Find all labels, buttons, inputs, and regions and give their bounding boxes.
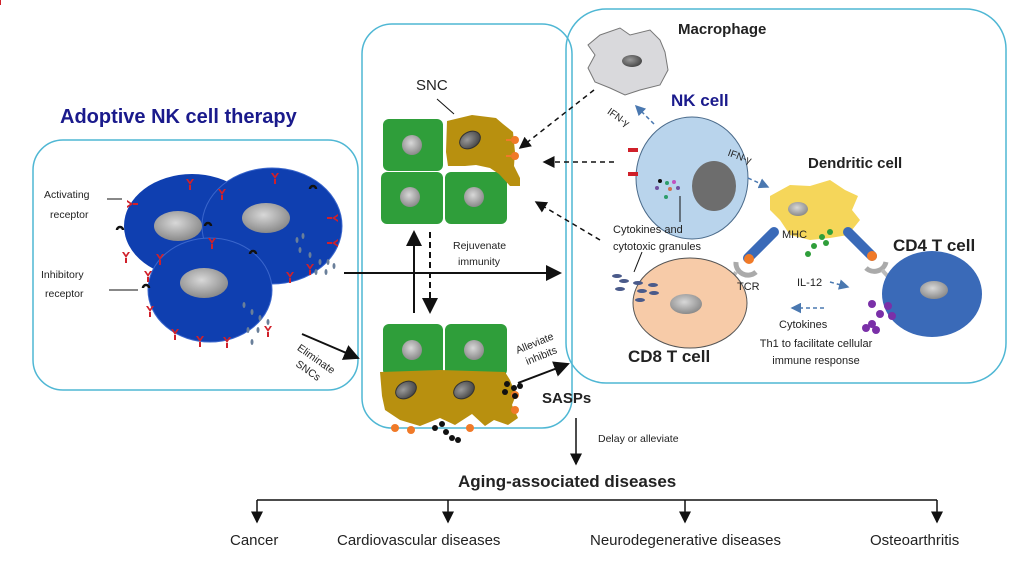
page-title: Adoptive NK cell therapy [60, 106, 298, 128]
svg-text:IFN-γ: IFN-γ [605, 106, 631, 129]
svg-text:Alleviateinhibits: Alleviateinhibits [514, 331, 561, 370]
il12-label: IL-12 [797, 277, 822, 289]
cd8-t-cell [612, 257, 748, 349]
snc-leader-line [436, 98, 455, 115]
snc-cell-top [446, 115, 520, 186]
macrophage-to-snc-arrow [518, 89, 595, 149]
nk-cell-label: NK cell [671, 91, 729, 110]
il12-arrow [829, 279, 850, 290]
dendritic-cell [770, 180, 860, 257]
cd4-label: CD4 T cell [893, 236, 975, 255]
delay-label: Delay or alleviate [598, 433, 679, 445]
healthy-tissue-top [381, 119, 507, 224]
macrophage-cell [587, 27, 669, 96]
macrophage-label: Macrophage [678, 21, 766, 38]
snc-cells-bottom [380, 370, 523, 443]
left-panel [32, 139, 359, 391]
snc-label: SNC [416, 77, 448, 94]
disease-cancer: Cancer [230, 532, 278, 549]
svg-text:EliminateSNCs: EliminateSNCs [287, 342, 337, 388]
nk-cell-cluster [124, 167, 343, 343]
sasps-label: SASPs [542, 390, 591, 407]
alleviate-arrow [517, 361, 570, 384]
nk-cell-right [628, 116, 749, 240]
eliminate-snc-label: EliminateSNCs [287, 342, 337, 388]
activating-receptor-icons [0, 0, 338, 348]
disease-neurodegenerative: Neurodegenerative diseases [590, 532, 781, 549]
disease-tree [251, 499, 943, 524]
ifn-gamma-1: IFN-γ [605, 106, 631, 129]
granules-leader-bottom [633, 251, 643, 273]
dendritic-cell-label: Dendritic cell [808, 155, 902, 172]
granule-dots [242, 233, 336, 345]
mhc-label: MHC [782, 229, 807, 241]
disease-osteoarthritis: Osteoarthritis [870, 532, 959, 549]
cd8-to-snc-arrow [534, 201, 601, 241]
inhibitory-receptor-icons [115, 184, 318, 289]
eliminate-arrow [301, 333, 360, 360]
right-panel [565, 8, 1007, 384]
cd8-label: CD8 T cell [628, 347, 710, 366]
cytokines-label: Cytokines [779, 319, 828, 331]
ifn-arrow-2 [747, 177, 770, 189]
ifn-arrow-1 [634, 104, 655, 125]
tcr-label: TCR [737, 281, 760, 293]
disease-cardiovascular: Cardiovascular diseases [337, 532, 500, 549]
cd4-t-cell [862, 251, 982, 337]
healthy-tissue-bottom [383, 324, 507, 376]
alleviate-label: Alleviateinhibits [514, 331, 561, 370]
aging-diseases-heading: Aging-associated diseases [458, 472, 676, 491]
